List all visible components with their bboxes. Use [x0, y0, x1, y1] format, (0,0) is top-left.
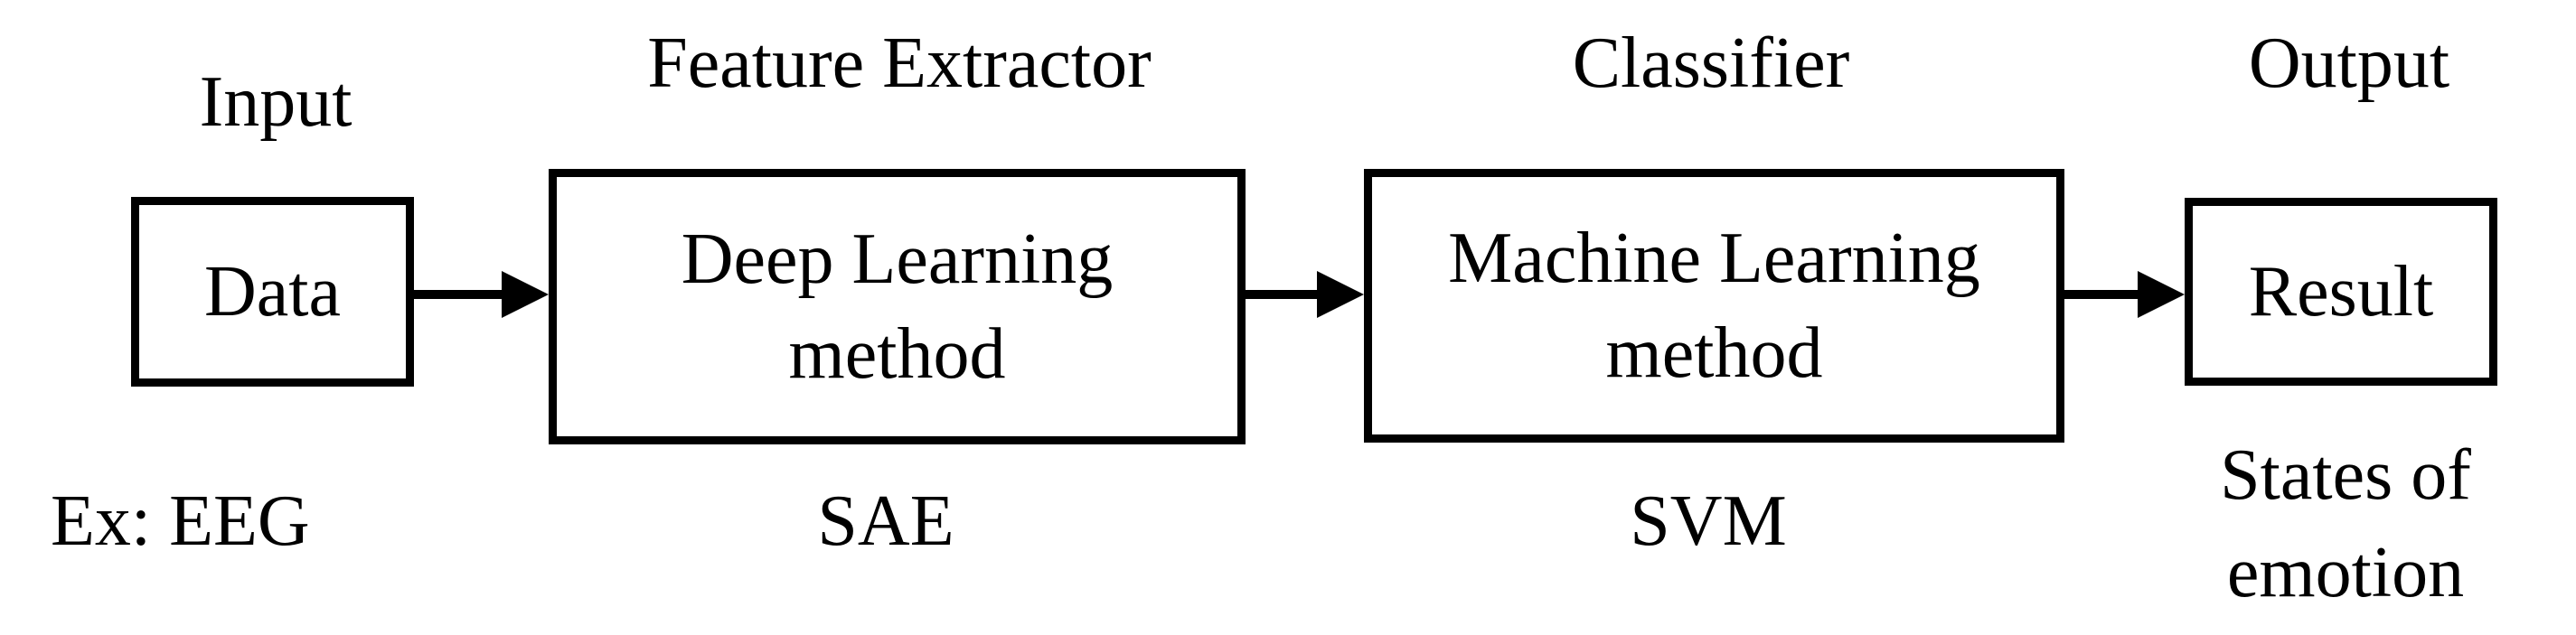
deep-learning-box-line1: Deep Learning: [681, 219, 1114, 299]
output-note: States of emotion: [2220, 426, 2471, 621]
arrow-shaft: [2062, 290, 2140, 299]
feature-extractor-note: SAE: [817, 481, 954, 561]
data-box: Data: [131, 197, 414, 387]
machine-learning-box-line1: Machine Learning: [1448, 218, 1980, 298]
input-example-note: Ex: EEG: [51, 481, 310, 561]
machine-learning-method-box: Machine Learning method: [1364, 169, 2064, 443]
result-box-text: Result: [2248, 251, 2434, 332]
classifier-stage-label: Classifier: [1572, 23, 1850, 103]
arrow-head-icon: [1317, 271, 1364, 318]
output-note-line1: States of: [2220, 435, 2471, 515]
classifier-note: SVM: [1630, 481, 1787, 561]
input-stage-label: Input: [199, 62, 353, 142]
arrow-head-icon: [2138, 271, 2185, 318]
arrow-shaft: [1243, 290, 1320, 299]
arrow-shaft: [409, 290, 504, 299]
output-stage-label: Output: [2248, 23, 2450, 103]
deep-learning-box-line2: method: [788, 313, 1006, 394]
deep-learning-method-box: Deep Learning method: [549, 169, 1246, 444]
output-note-line2: emotion: [2226, 533, 2465, 612]
result-box: Result: [2185, 198, 2497, 386]
data-box-text: Data: [203, 251, 341, 332]
feature-extractor-stage-label: Feature Extractor: [647, 23, 1152, 103]
arrow-head-icon: [502, 271, 549, 318]
machine-learning-box-line2: method: [1605, 313, 1823, 393]
